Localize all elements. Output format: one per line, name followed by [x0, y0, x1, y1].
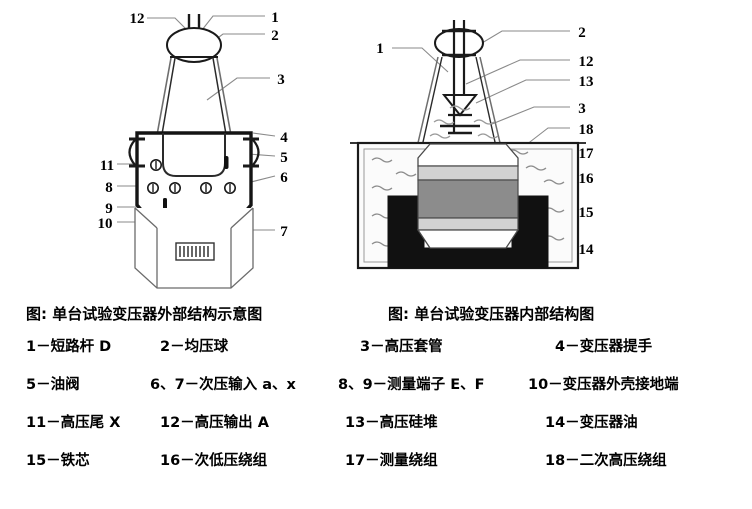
earth-terminal — [163, 198, 167, 210]
callout-11: 11 — [100, 158, 114, 174]
legend-item-4: 4－变压器提手 — [555, 339, 653, 355]
legend-item-17: 17－测量绕组 — [345, 453, 438, 469]
legend-item-5: 5－油阀 — [26, 377, 80, 393]
legend-item-11: 11－高压尾 X — [26, 415, 121, 431]
callout-5: 5 — [280, 150, 288, 166]
winding-assembly — [416, 143, 520, 249]
bushing-recess — [162, 133, 226, 177]
legend-item-8-9: 8、9－测量端子 E、F — [338, 377, 485, 393]
callout-6: 6 — [280, 170, 288, 186]
callout-1: 1 — [271, 10, 279, 26]
nameplate — [175, 242, 215, 261]
grading-sphere — [434, 28, 484, 58]
rod-crossbars — [440, 29, 480, 135]
oil-valve — [224, 156, 229, 169]
legend-item-6-7: 6、7－次压输入 a、x — [150, 377, 296, 393]
winding-bottom-shoe — [416, 229, 520, 249]
legend-row: 1－短路杆 D 2－均压球 3－高压套管 4－变压器提手 — [0, 337, 752, 375]
callout-12: 12 — [579, 54, 594, 70]
callout-1: 1 — [376, 41, 384, 57]
legend-item-12: 12－高压输出 A — [160, 415, 269, 431]
legend-item-15: 15－铁芯 — [26, 453, 90, 469]
callout-numbers-right: 1 2 12 13 3 18 17 16 15 14 — [376, 25, 594, 258]
internal-structure-figure: 1 2 12 13 3 18 17 16 15 14 — [330, 0, 630, 292]
legend-item-1: 1－短路杆 D — [26, 339, 112, 355]
legend-row: 11－高压尾 X 12－高压输出 A 13－高压硅堆 14－变压器油 — [0, 413, 752, 451]
caption-external: 图: 单台试验变压器外部结构示意图 — [26, 305, 263, 323]
carrying-handles — [128, 137, 260, 168]
callout-4: 4 — [280, 130, 288, 146]
external-structure-svg: 12 1 2 3 4 5 6 11 8 9 10 7 — [98, 10, 289, 289]
legend-item-2: 2－均压球 — [160, 339, 229, 355]
callout-7: 7 — [280, 224, 288, 240]
winding-secondary-hv — [417, 143, 519, 167]
legend-item-18: 18－二次高压绕组 — [545, 453, 667, 469]
callout-13: 13 — [579, 74, 594, 90]
legend-item-16: 16－次低压绕组 — [160, 453, 268, 469]
winding-measuring — [417, 165, 519, 181]
internal-structure-svg: 1 2 12 13 3 18 17 16 15 14 — [350, 20, 594, 270]
grading-sphere — [166, 27, 222, 63]
legend-item-3: 3－高压套管 — [360, 339, 443, 355]
callout-2: 2 — [578, 25, 586, 41]
callout-10: 10 — [98, 216, 113, 232]
legend-item-10: 10－变压器外壳接地端 — [528, 377, 679, 393]
silicon-stack-diode — [441, 94, 479, 117]
callout-3: 3 — [578, 101, 586, 117]
winding-low-voltage — [417, 179, 519, 219]
callout-18: 18 — [579, 122, 594, 138]
callout-15: 15 — [579, 205, 594, 221]
legend-row: 15－铁芯 16－次低压绕组 17－测量绕组 18－二次高压绕组 — [0, 451, 752, 489]
external-structure-figure: 12 1 2 3 4 5 6 11 8 9 10 7 — [85, 0, 325, 292]
legend-row: 5－油阀 6、7－次压输入 a、x 8、9－测量端子 E、F 10－变压器外壳接… — [0, 375, 752, 413]
legend-item-14: 14－变压器油 — [545, 415, 638, 431]
winding-lower-band — [417, 217, 519, 231]
callout-16: 16 — [579, 171, 595, 187]
callout-9: 9 — [105, 201, 113, 217]
callout-numbers-left: 12 1 2 3 4 5 6 11 8 9 10 7 — [98, 10, 289, 240]
callout-17: 17 — [579, 146, 595, 162]
callout-8: 8 — [105, 180, 113, 196]
callout-12: 12 — [130, 11, 145, 27]
callout-14: 14 — [579, 242, 595, 258]
figures-area: 12 1 2 3 4 5 6 11 8 9 10 7 — [85, 0, 630, 292]
legend-item-13: 13－高压硅堆 — [345, 415, 438, 431]
legend-list: 1－短路杆 D 2－均压球 3－高压套管 4－变压器提手 5－油阀 6、7－次压… — [0, 337, 752, 509]
callout-2: 2 — [271, 28, 279, 44]
caption-internal: 图: 单台试验变压器内部结构图 — [388, 305, 595, 323]
callout-3: 3 — [277, 72, 285, 88]
front-terminals — [146, 156, 237, 210]
